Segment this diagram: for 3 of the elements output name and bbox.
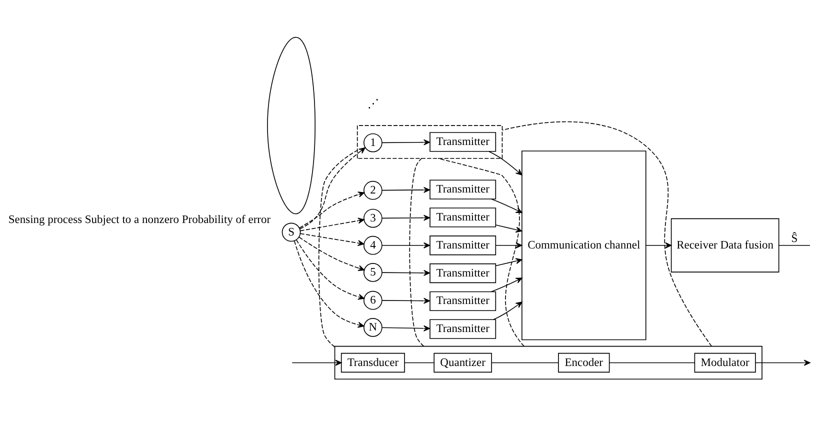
label: ⋰ [367, 98, 378, 110]
node-label: Sensing process Subject to a nonzero Probability of error [8, 214, 271, 226]
edge-label: Ŝ [791, 233, 798, 246]
